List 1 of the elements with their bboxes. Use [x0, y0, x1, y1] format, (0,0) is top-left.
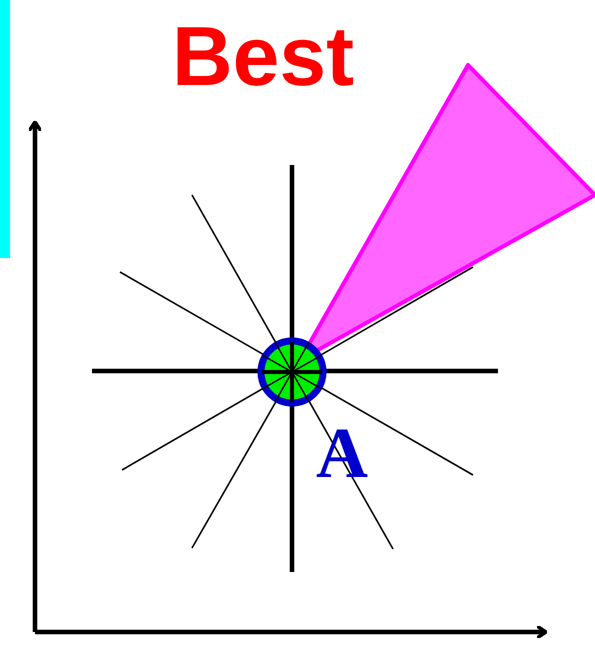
title: Best — [172, 8, 354, 105]
